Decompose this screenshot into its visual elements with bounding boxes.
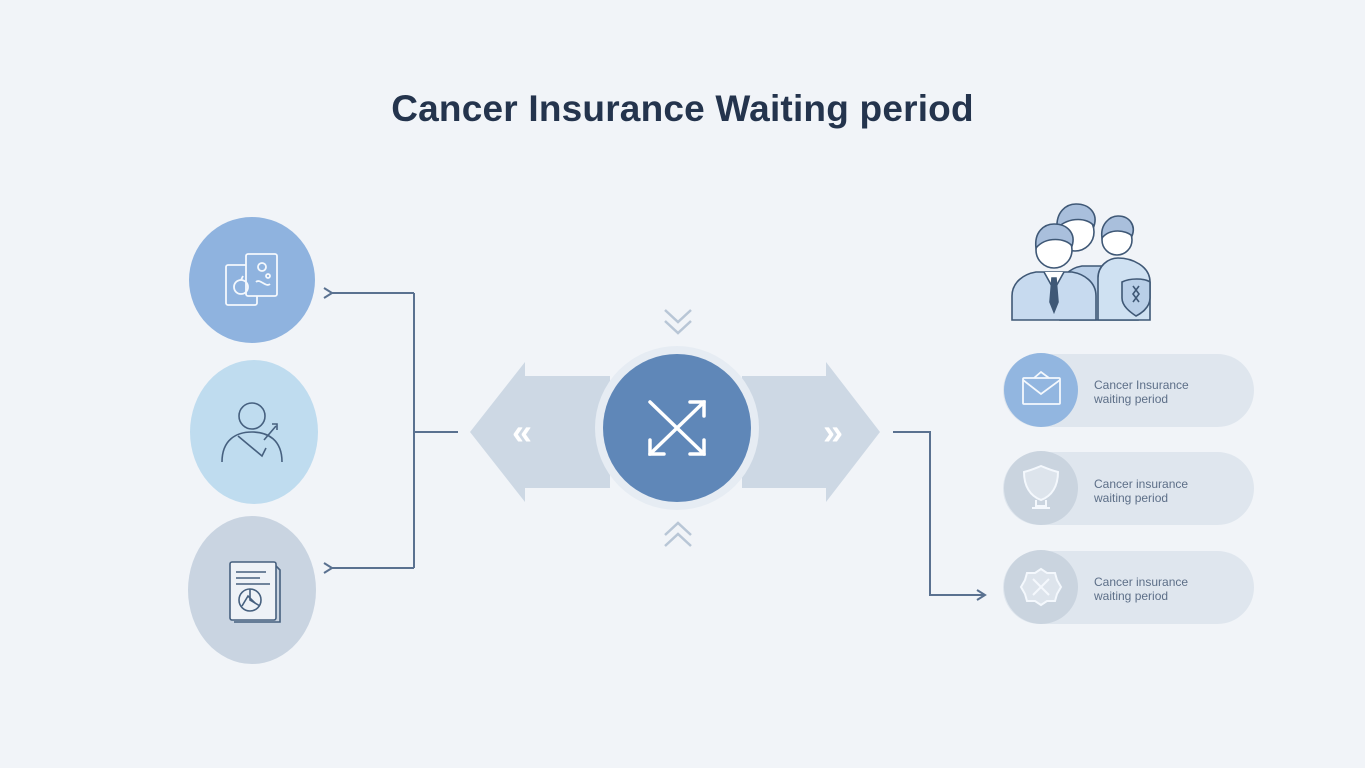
- right-chevron-icon: »: [823, 411, 843, 452]
- family-group-icon: [1012, 204, 1150, 320]
- right-item-2-label-line1: Cancer insurance: [1094, 477, 1188, 491]
- right-item-3-label-line2: waiting period: [1094, 589, 1188, 603]
- left-node-2: [190, 360, 318, 504]
- up-chevrons-icon: [665, 523, 691, 546]
- left-chevron-icon: «: [512, 411, 532, 452]
- right-connector: [893, 432, 985, 595]
- left-node-1: [189, 217, 315, 343]
- right-item-1-label-line1: Cancer Insurance: [1094, 378, 1189, 392]
- left-node-3: [188, 516, 316, 664]
- right-arrow-shape: [742, 362, 880, 502]
- badge-cross-icon: [1021, 569, 1061, 605]
- report-document-icon: [230, 562, 280, 622]
- down-chevrons-icon: [665, 310, 691, 333]
- left-arrow-shape: [470, 362, 610, 502]
- left-connector: [332, 293, 458, 568]
- right-item-1-label: Cancer Insurance waiting period: [1094, 378, 1189, 406]
- right-connector-arrow: [893, 432, 985, 595]
- right-item-1-circle: [1004, 353, 1078, 427]
- right-item-2-label-line2: waiting period: [1094, 491, 1188, 505]
- right-item-1-label-line2: waiting period: [1094, 392, 1189, 406]
- center-node: [595, 346, 759, 510]
- right-item-3-label-line1: Cancer insurance: [1094, 575, 1188, 589]
- right-item-3-label: Cancer insurance waiting period: [1094, 575, 1188, 603]
- right-item-2-label: Cancer insurance waiting period: [1094, 477, 1188, 505]
